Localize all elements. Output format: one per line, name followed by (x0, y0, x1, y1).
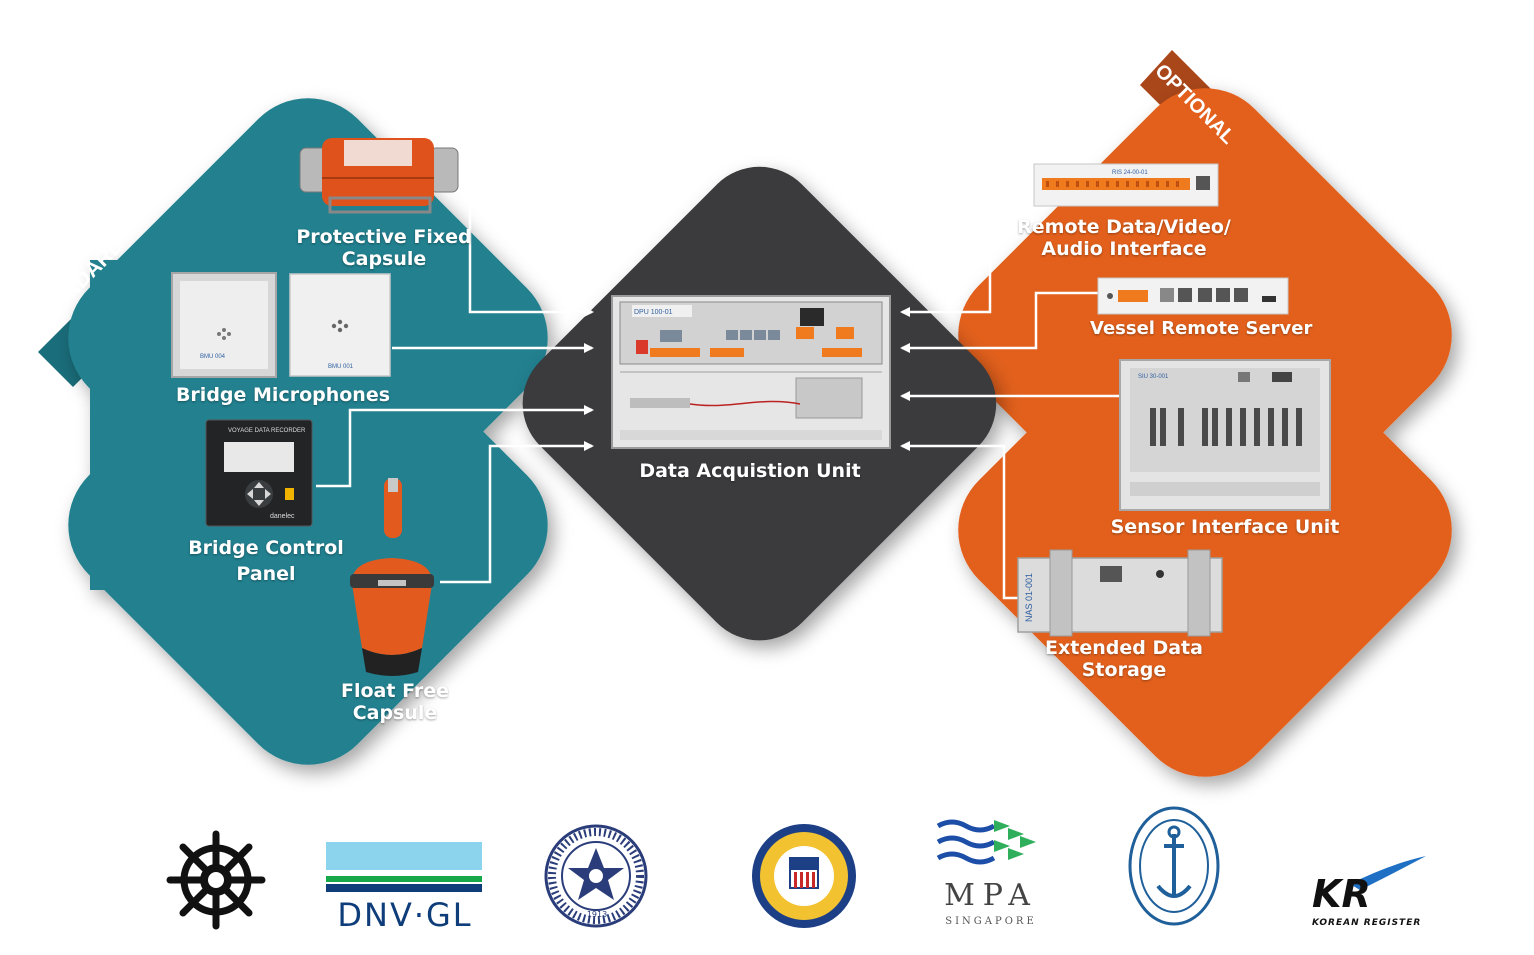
remote-interface-label-line1: Remote Data/Video/ (1017, 216, 1231, 238)
float-free-capsule-label-line2: Capsule (352, 702, 438, 724)
dnv-gl-text: DNV·GL (337, 896, 473, 934)
microphone-a-text: BMU 004 (200, 354, 226, 360)
mpa-text: MPA (944, 878, 1038, 913)
float-capsule-icon (350, 478, 434, 676)
mpa-subtext: SINGAPORE (945, 916, 1037, 927)
protective-fixed-capsule-label: Protective Fixed Capsule (284, 226, 484, 270)
protective-fixed-capsule-label-line2: Capsule (341, 248, 427, 270)
dnv-gl-logo (326, 842, 482, 892)
remote-interface-label-line2: Audio Interface (1041, 238, 1207, 260)
bridge-microphones-label: Bridge Microphones (172, 384, 394, 406)
bridge-control-panel-label-line1: Bridge Control (188, 537, 344, 559)
server-icon (1097, 277, 1289, 315)
vessel-remote-server-label: Vessel Remote Server (1090, 318, 1313, 340)
korean-register-subtext: KOREAN REGISTER (1312, 918, 1422, 928)
sensor-interface-unit-label: Sensor Interface Unit (1110, 516, 1340, 538)
standard-connectors (316, 191, 594, 584)
control-panel-icon: VOYAGE DATA RECORDER danelec (205, 419, 313, 527)
mpa-logo (936, 819, 1036, 865)
storage-device-text: NAS 01-001 (1024, 573, 1034, 622)
microphone-b-text: BMU 001 (328, 364, 354, 370)
sensor-unit-icon: SIU 30-001 (1119, 359, 1331, 511)
classification-society-seal (1128, 806, 1220, 926)
data-acquisition-unit-label: Data Acquistion Unit (639, 460, 861, 482)
sensor-interface-unit-label-line1: Sensor Interface Unit (1110, 516, 1340, 538)
korean-register-logo (1350, 856, 1426, 890)
optional-connectors (900, 191, 1120, 600)
float-free-capsule-label-line1: Float Free (341, 680, 449, 702)
storage-module-icon: NAS 01-001 (1017, 549, 1223, 637)
ship-wheel-icon (166, 830, 266, 930)
remote-data-video-audio-interface-label: Remote Data/Video/ Audio Interface (1014, 216, 1234, 260)
korean-register-text: KR (1312, 872, 1371, 916)
vessel-remote-server-label-line1: Vessel Remote Server (1090, 318, 1313, 339)
extended-data-storage-label-line2: Storage (1081, 659, 1167, 681)
control-panel-brand: danelec (270, 513, 295, 520)
extended-data-storage-label-line1: Extended Data (1045, 637, 1203, 659)
bridge-microphones-label-line1: Bridge Microphones (175, 384, 391, 406)
float-free-capsule-label: Float Free Capsule (320, 680, 470, 724)
orange-capsule-icon (299, 138, 459, 214)
russian-register-seal (544, 824, 648, 928)
microphone-panels-icon: BMU 004 BMU 001 (171, 272, 391, 378)
interface-rack-icon: RIS 24-00-01 (1033, 163, 1219, 207)
protective-fixed-capsule-label-line1: Protective Fixed (296, 226, 472, 248)
sensor-device-text: SIU 30-001 (1138, 374, 1169, 380)
data-acquisition-unit-icon: DPU 100-01 (611, 295, 891, 449)
bridge-control-panel-label: Bridge Control Panel (166, 535, 366, 587)
control-panel-header: VOYAGE DATA RECORDER (228, 428, 306, 434)
russian-register-year: 1913 (586, 910, 608, 919)
interface-device-text: RIS 24-00-01 (1112, 170, 1148, 176)
dau-device-text: DPU 100-01 (634, 309, 673, 316)
bridge-control-panel-label-line2: Panel (236, 563, 296, 585)
extended-data-storage-label: Extended Data Storage (1034, 637, 1214, 681)
coast-guard-seal (752, 824, 856, 928)
